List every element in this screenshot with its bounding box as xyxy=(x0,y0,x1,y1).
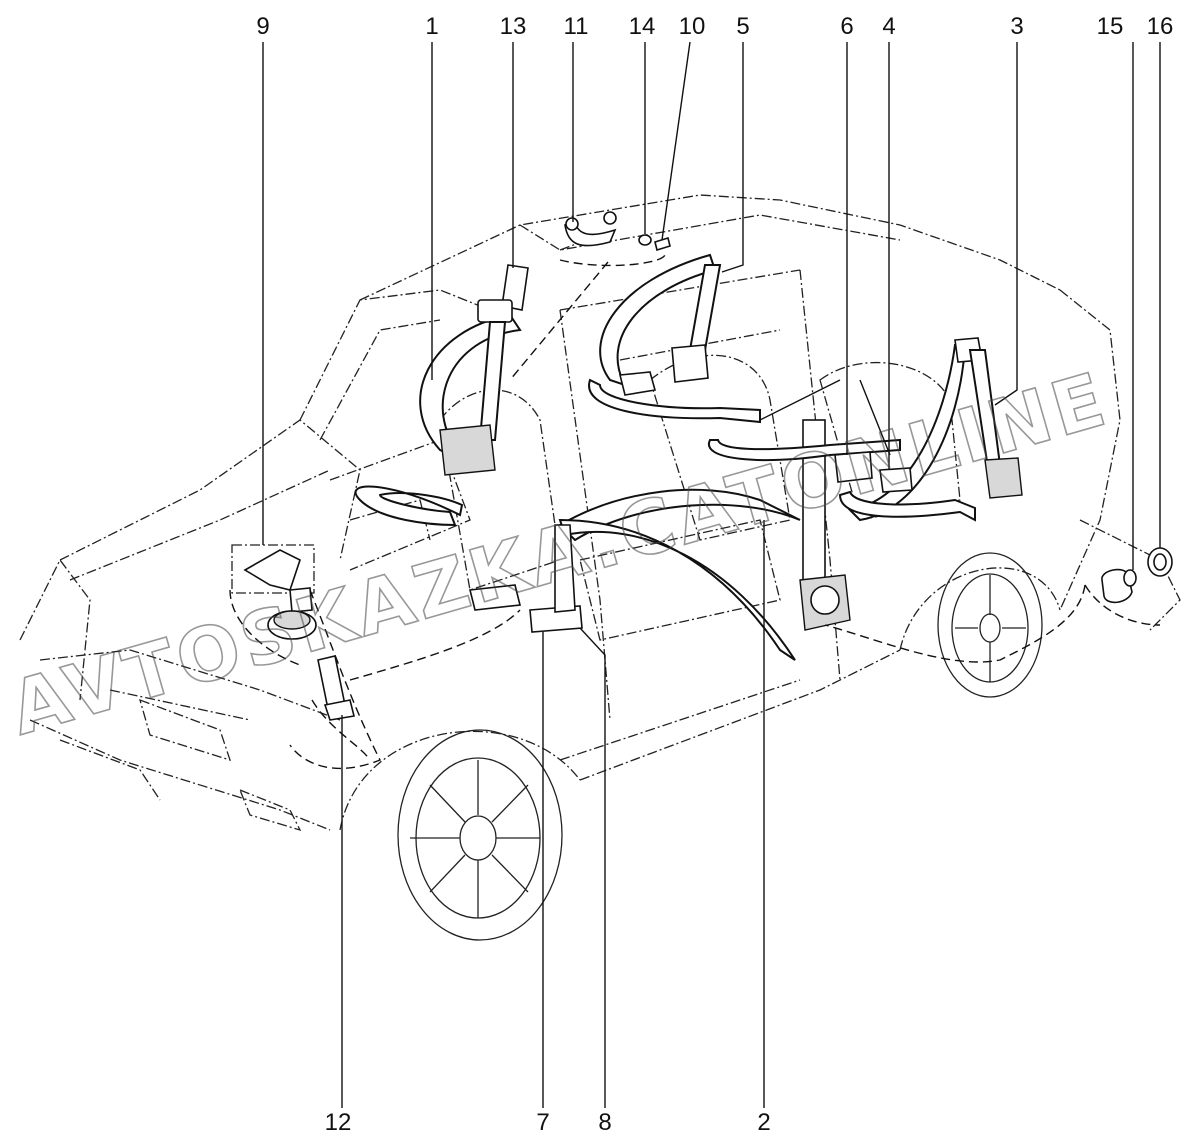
callout-6: 6 xyxy=(840,13,853,40)
rear-center-buckle-housing xyxy=(671,344,709,383)
washer xyxy=(638,234,652,246)
grab-handle xyxy=(564,220,617,247)
callout-16: 16 xyxy=(1147,13,1174,40)
height-adjuster-rail xyxy=(501,264,529,311)
anchor-bracket xyxy=(289,587,313,613)
front-buckle-stalk xyxy=(554,524,576,613)
callout-14: 14 xyxy=(629,13,656,40)
retractor-spool xyxy=(810,585,840,615)
callout-9: 9 xyxy=(256,13,269,40)
callout-11: 11 xyxy=(564,13,589,40)
callout-12: 12 xyxy=(325,1109,352,1136)
rear-buckle-cluster xyxy=(834,451,873,483)
callout-13: 13 xyxy=(500,13,527,40)
center-lap-belt xyxy=(558,488,801,542)
callout-2: 2 xyxy=(757,1109,770,1136)
anchor-bolt-head xyxy=(323,699,355,721)
adjuster-knob-face xyxy=(273,610,311,630)
callout-5: 5 xyxy=(736,13,749,40)
front-left-shoulder xyxy=(478,321,507,441)
cover-ring-inner xyxy=(1153,553,1167,571)
seat-belts xyxy=(354,253,1023,661)
callout-3: 3 xyxy=(1010,13,1023,40)
assembly-arrows xyxy=(229,254,1161,770)
rear-center-belt-strap xyxy=(688,264,722,351)
callout-10: 10 xyxy=(679,13,706,40)
grab-handle-end-left xyxy=(565,217,579,231)
leader-lines xyxy=(262,41,1161,1108)
bracket-group-frame xyxy=(231,544,315,594)
front-left-retractor xyxy=(439,424,496,476)
rear-right-retractor xyxy=(984,457,1023,499)
cap-plug-stem xyxy=(1123,569,1137,587)
rear-buckle-right xyxy=(879,467,913,493)
rear-lap-belt-left xyxy=(588,378,761,424)
callout-7: 7 xyxy=(536,1109,549,1136)
callout-labels: 9 1 13 11 14 10 5 6 4 3 15 16 12 7 8 2 xyxy=(256,13,1173,1136)
rear-lap-belt-right xyxy=(838,490,976,522)
rear-center-lap-belt xyxy=(707,438,901,461)
front-right-belt xyxy=(558,518,796,661)
watermark-text: AVTOSKAZKA.CATONLINE xyxy=(1,356,1118,752)
bolt-small xyxy=(654,236,671,252)
callout-4: 4 xyxy=(882,13,895,40)
callout-8: 8 xyxy=(598,1109,611,1136)
rear-buckle-tongue-left xyxy=(618,371,657,396)
vehicle-outline xyxy=(19,194,1181,941)
bracket-plate xyxy=(243,549,301,591)
grab-handle-end-right xyxy=(603,211,617,225)
upper-belt-guide xyxy=(477,299,513,323)
callout-1: 1 xyxy=(425,13,438,40)
callout-15: 15 xyxy=(1097,13,1124,40)
front-left-lap-belt xyxy=(354,485,464,527)
front-left-lap-anchor xyxy=(469,584,521,611)
loose-parts xyxy=(231,211,1173,721)
